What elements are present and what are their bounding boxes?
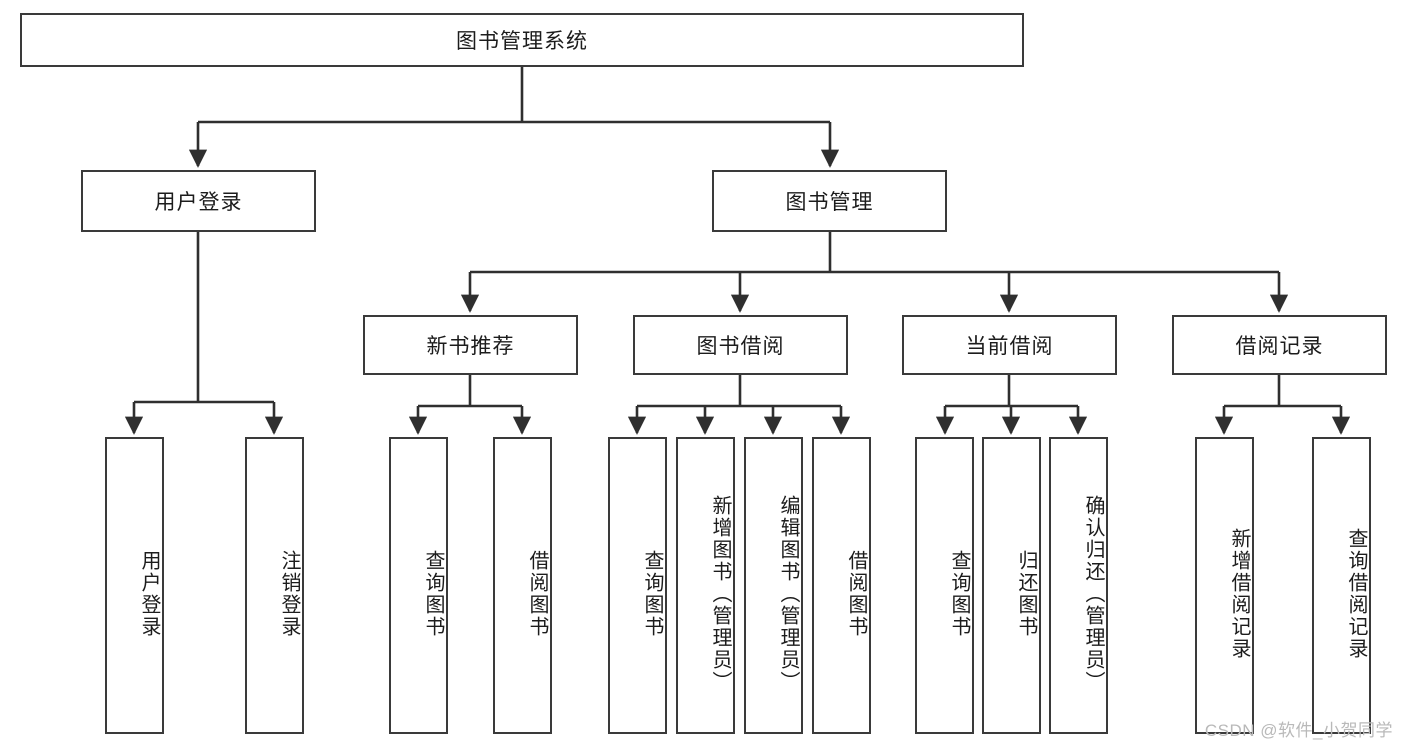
leaf-user-login-login[interactable]: 用户登录 bbox=[105, 437, 164, 734]
csdn-watermark: CSDN @软件_小贺同学 bbox=[1204, 721, 1393, 740]
node-label: 查询借阅记录 bbox=[1345, 527, 1367, 660]
leaf-new-book-query-book[interactable]: 查询图书 bbox=[389, 437, 448, 734]
node-label: 新增借阅记录 bbox=[1228, 527, 1250, 660]
node-label: 当前借阅 bbox=[965, 335, 1054, 358]
leaf-current-borrow-query-book[interactable]: 查询图书 bbox=[915, 437, 974, 734]
node-root-book-management-system[interactable]: 图书管理系统 bbox=[20, 13, 1024, 67]
node-label: 借阅图书 bbox=[845, 549, 867, 638]
node-label: 查询图书 bbox=[641, 549, 663, 638]
leaf-book-borrow-query-book[interactable]: 查询图书 bbox=[608, 437, 667, 734]
node-label: 借阅图书 bbox=[526, 549, 548, 638]
node-label: 编辑图书（管理员） bbox=[777, 494, 799, 693]
node-label: 查询图书 bbox=[422, 549, 444, 638]
node-new-book-recommendation[interactable]: 新书推荐 bbox=[363, 315, 578, 375]
leaf-current-borrow-confirm-return-admin[interactable]: 确认归还（管理员） bbox=[1049, 437, 1108, 734]
node-label: 借阅记录 bbox=[1235, 335, 1324, 358]
leaf-book-borrow-add-book-admin[interactable]: 新增图书（管理员） bbox=[676, 437, 735, 734]
node-label: 确认归还（管理员） bbox=[1082, 494, 1104, 693]
node-label: 新增图书（管理员） bbox=[709, 494, 731, 693]
leaf-book-borrow-edit-book-admin[interactable]: 编辑图书（管理员） bbox=[744, 437, 803, 734]
leaf-current-borrow-return-book[interactable]: 归还图书 bbox=[982, 437, 1041, 734]
node-label: 用户登录 bbox=[138, 549, 160, 638]
leaf-borrow-record-query-record[interactable]: 查询借阅记录 bbox=[1312, 437, 1371, 734]
leaf-new-book-borrow-book[interactable]: 借阅图书 bbox=[493, 437, 552, 734]
node-book-management[interactable]: 图书管理 bbox=[712, 170, 947, 232]
node-label: 归还图书 bbox=[1015, 549, 1037, 638]
node-label: 图书管理 bbox=[785, 191, 874, 214]
node-label: 用户登录 bbox=[154, 191, 243, 214]
node-current-borrowing[interactable]: 当前借阅 bbox=[902, 315, 1117, 375]
leaf-borrow-record-add-record[interactable]: 新增借阅记录 bbox=[1195, 437, 1254, 734]
node-borrowing-record[interactable]: 借阅记录 bbox=[1172, 315, 1387, 375]
node-label: 图书借阅 bbox=[696, 335, 785, 358]
node-book-borrowing[interactable]: 图书借阅 bbox=[633, 315, 848, 375]
node-user-login[interactable]: 用户登录 bbox=[81, 170, 316, 232]
node-label: 查询图书 bbox=[948, 549, 970, 638]
node-label: 图书管理系统 bbox=[456, 30, 588, 53]
node-label: 新书推荐 bbox=[426, 335, 515, 358]
leaf-book-borrow-borrow-book[interactable]: 借阅图书 bbox=[812, 437, 871, 734]
node-label: 注销登录 bbox=[278, 549, 300, 638]
leaf-user-login-logout[interactable]: 注销登录 bbox=[245, 437, 304, 734]
